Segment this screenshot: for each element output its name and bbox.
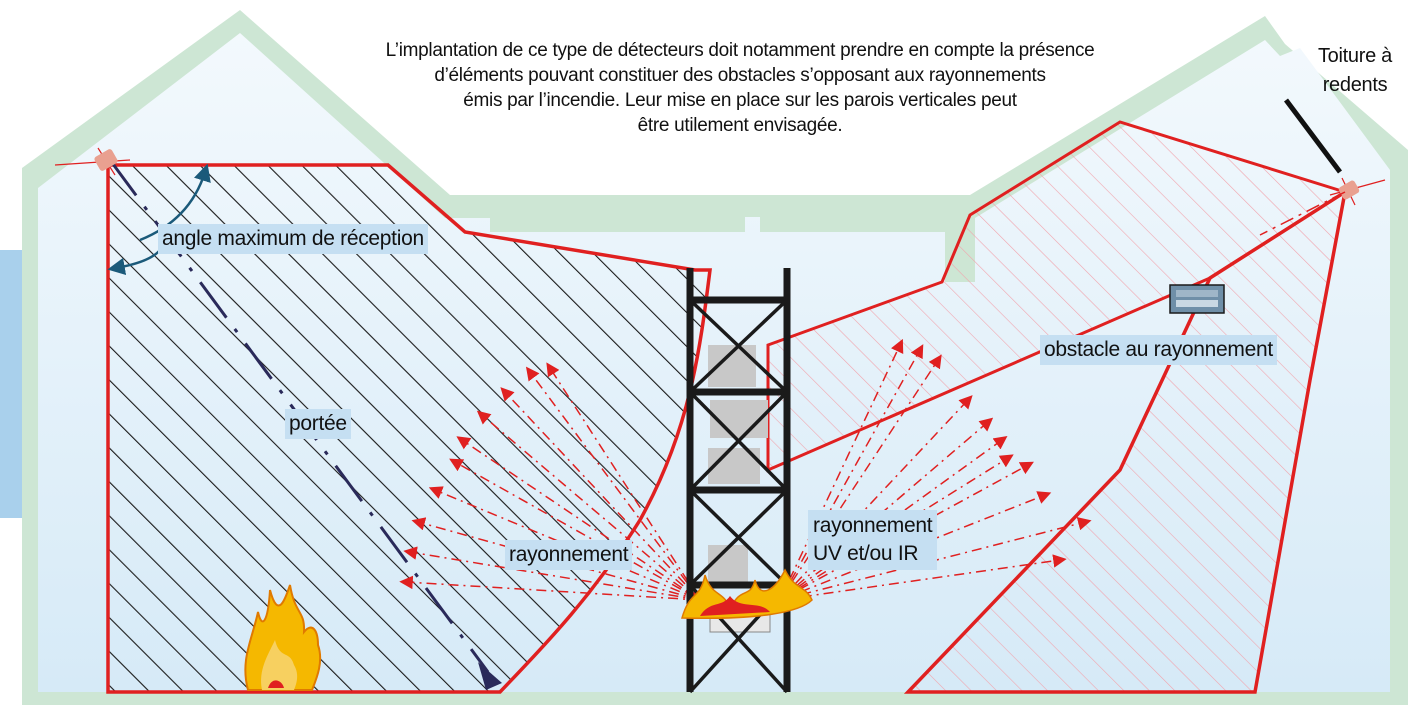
note-line-3: émis par l’incendie. Leur mise en place …	[463, 90, 1017, 111]
radiation-uv-ir-line-1: rayonnement	[813, 514, 933, 537]
note-line-1: L’implantation de ce type de détecteurs …	[385, 40, 1095, 61]
rack-structure	[686, 268, 791, 694]
obstacle-label: obstacle au rayonnement	[1040, 335, 1277, 365]
roof-label-line-1: Toiture à	[1317, 45, 1392, 67]
angle-arrow-up	[139, 163, 211, 242]
obstacle-box-icon	[1169, 284, 1225, 314]
roof-label-line-2: redents	[1322, 74, 1388, 96]
fire-rack-icon	[681, 568, 813, 620]
radiation-uv-ir-label: rayonnement UV et/ou IR	[808, 510, 938, 570]
right-detection-zone	[766, 120, 1349, 473]
roof-label: Toiture à redents	[1300, 42, 1408, 100]
roof-pointer-line	[1284, 98, 1342, 174]
detector-right-icon	[1259, 177, 1386, 236]
right-lower-zone	[903, 188, 1348, 694]
radiation-label: rayonnement	[505, 540, 633, 570]
note-line-4: être utilement envisagée.	[637, 115, 843, 136]
radiation-uv-ir-line-2: UV et/ou IR	[813, 542, 919, 565]
note-line-2: d’éléments pouvant constituer des obstac…	[434, 65, 1046, 86]
radiation-rays-left	[399, 362, 701, 601]
range-label: portée	[285, 409, 351, 439]
detector-left-icon	[54, 147, 131, 176]
implantation-note: L’implantation de ce type de détecteurs …	[340, 38, 1140, 138]
angle-label: angle maximum de réception	[158, 224, 428, 254]
left-window	[0, 250, 26, 518]
range-arrow-head	[478, 662, 502, 690]
fire-floor-icon	[244, 584, 322, 691]
